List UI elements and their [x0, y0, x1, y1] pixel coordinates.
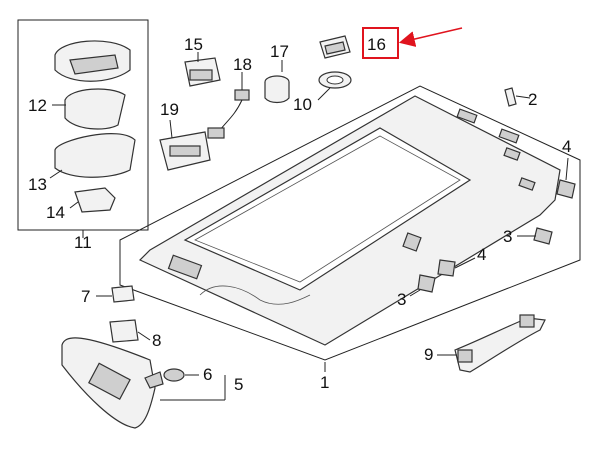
callout-19: 19: [160, 100, 179, 119]
callout-18: 18: [233, 55, 252, 74]
callout-15: 15: [184, 35, 203, 54]
part-4-clip-center: [437, 259, 456, 277]
part-10-ring: [318, 71, 352, 89]
part-8-clip: [109, 319, 139, 343]
part-16-highlight-box: [362, 27, 399, 59]
part-3-clip-center: [417, 274, 436, 293]
part-3-clip-right: [533, 227, 553, 245]
part-16-microphone: [319, 35, 351, 59]
part-18-harness: [207, 89, 250, 139]
callout-5: 5: [234, 375, 243, 394]
callout-2: 2: [528, 90, 537, 109]
callout-13: 13: [28, 175, 47, 194]
part-9-grab-handle: [454, 314, 546, 373]
part-17-component: [264, 75, 290, 104]
part-16-highlight-arrow: [398, 27, 463, 47]
callout-3-right: 3: [503, 227, 512, 246]
callout-3-center: 3: [397, 290, 406, 309]
overhead-console-group-box: [17, 19, 149, 231]
callout-11: 11: [74, 233, 92, 252]
part-19-bracket: [159, 131, 211, 171]
callout-8: 8: [152, 331, 161, 350]
sunroof-opening: [183, 127, 472, 291]
callout-14: 14: [46, 203, 65, 222]
callout-4-center: 4: [477, 245, 486, 264]
callout-16: 16: [367, 35, 386, 54]
callout-17: 17: [270, 42, 289, 61]
callout-7: 7: [81, 287, 90, 306]
headliner-assembly: [119, 85, 581, 361]
leader-lines: [49, 52, 569, 401]
callout-10: 10: [293, 95, 312, 114]
part-5-sun-visor: [61, 337, 164, 429]
part-7-clip: [111, 285, 135, 303]
callout-12: 12: [28, 96, 47, 115]
callout-4-right: 4: [562, 137, 571, 156]
part-2-clip: [504, 87, 517, 107]
part-15-clip: [184, 57, 221, 87]
callout-1: 1: [320, 373, 329, 392]
callout-6: 6: [203, 365, 212, 384]
callout-9: 9: [424, 345, 433, 364]
part-4-clip-right: [556, 179, 576, 199]
part-6-clip: [163, 368, 185, 382]
